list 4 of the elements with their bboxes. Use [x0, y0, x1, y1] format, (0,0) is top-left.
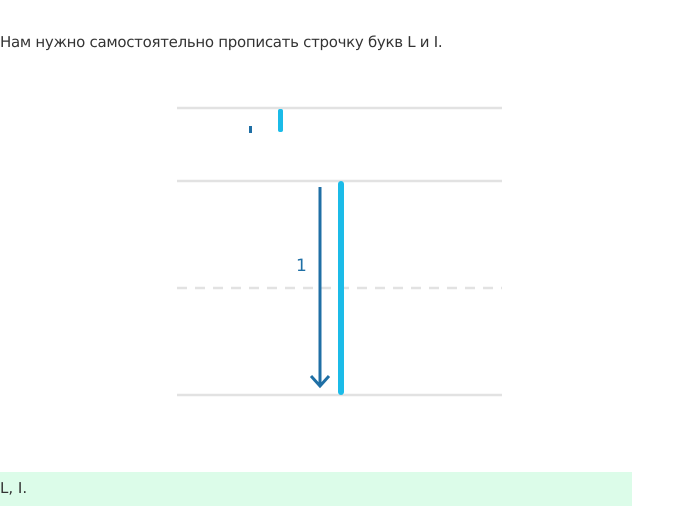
stroke-order-number: 1 [296, 256, 307, 276]
answer-band [0, 472, 632, 506]
instruction-text: Нам нужно самостоятельно прописать строчку букв L и I. [0, 33, 442, 51]
answer-text: L, I. [0, 479, 28, 497]
